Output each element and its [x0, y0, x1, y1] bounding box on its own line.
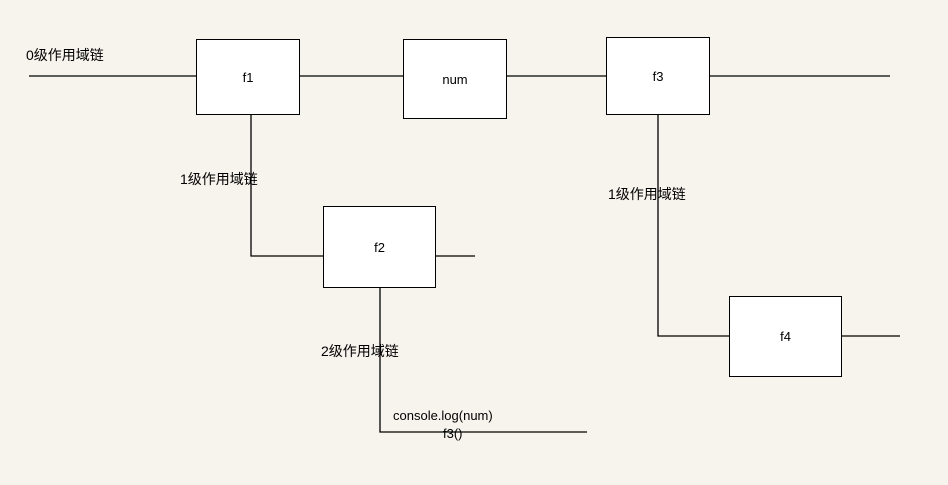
- num-label: num: [442, 71, 468, 87]
- num-box: num: [403, 39, 507, 119]
- f2-box: f2: [323, 206, 436, 288]
- f1-box: f1: [196, 39, 300, 115]
- f4-label: f4: [780, 329, 791, 344]
- f3-to-f4-line: [657, 115, 729, 337]
- f3-box: f3: [606, 37, 710, 115]
- f3-label: f3: [652, 68, 664, 84]
- level1-right-scope-label: 1级作用域链: [608, 186, 686, 202]
- code-f3-call: f3(): [443, 426, 463, 441]
- f2-label: f2: [374, 239, 385, 255]
- level0-scope-label: 0级作用域链: [26, 47, 104, 63]
- level1-left-scope-label: 1级作用域链: [180, 171, 258, 187]
- f4-box: f4: [729, 296, 842, 377]
- f1-to-f2-line: [250, 115, 323, 257]
- f2-to-code-line: [379, 288, 587, 433]
- code-console-log: console.log(num): [393, 408, 493, 423]
- f1-label: f1: [242, 69, 254, 85]
- level2-scope-label: 2级作用域链: [321, 343, 399, 359]
